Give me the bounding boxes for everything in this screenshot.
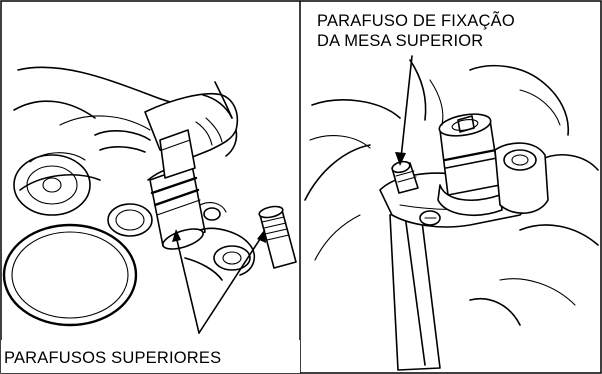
- socket-tool: [437, 113, 503, 216]
- right-caption-line2: DA MESA SUPERIOR: [317, 32, 483, 50]
- upper-bolt-right: [258, 205, 297, 269]
- left-panel-illustration: PARAFUSOS SUPERIORES: [1, 66, 300, 373]
- right-caption-line1: PARAFUSO DE FIXAÇÃO: [317, 10, 515, 30]
- left-callout-lines: [172, 229, 266, 334]
- pinch-bolt: [391, 160, 419, 194]
- right-panel-illustration: PARAFUSO DE FIXAÇÃO DA MESA SUPERIOR: [301, 2, 600, 371]
- right-callout-arrow: [395, 55, 413, 166]
- left-caption: PARAFUSOS SUPERIORES: [4, 349, 221, 367]
- fork-tube-left: [147, 129, 206, 250]
- fork-tube-right: [389, 204, 441, 371]
